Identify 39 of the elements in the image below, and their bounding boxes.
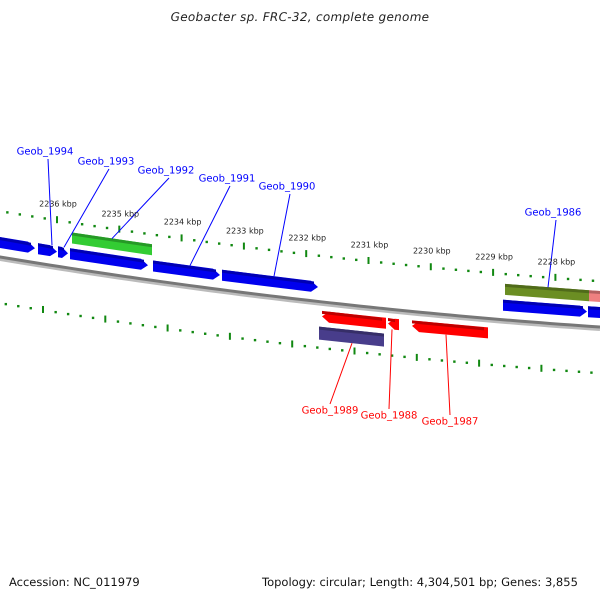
title: Geobacter sp. FRC-32, complete genome [170,10,430,24]
gene-label: Geob_1994 [16,146,74,158]
gene-label: Geob_1989 [302,406,358,416]
leader-line [112,178,170,240]
feature-bar [589,290,600,303]
gene-label: Geob_1987 [422,416,478,428]
accession-text: Accession: NC_011979 [9,575,140,589]
leader-line [446,334,450,416]
scale-label: 2230 kbp [412,246,451,256]
gene-label: Geob_1992 [138,166,194,176]
gene-feature [588,306,600,318]
gene-feature [153,260,220,280]
gene-feature [322,310,386,329]
feature-bar [505,284,589,302]
scale-label: 2232 kbp [288,234,326,243]
feature-bar [72,232,152,256]
leader-line [330,342,352,404]
feature-bar [319,326,384,347]
gene-feature [222,270,318,292]
gene-label: Geob_1991 [198,174,256,184]
scale-label: 2231 kbp [350,240,388,250]
gene-label: Geob_1990 [258,182,316,192]
scale-label: 2234 kbp [164,218,202,227]
gene-label: Geob_1986 [524,208,582,218]
leader-line [388,328,392,410]
gene-feature [0,236,35,253]
scale-label: 2229 kbp [475,252,513,262]
leader-line [190,186,230,266]
gene-label: Geob_1993 [78,156,134,168]
leader-line [48,158,52,246]
leader-line [274,194,290,277]
gene-label: Geob_1988 [360,410,418,422]
scale-label: 2233 kbp [226,226,264,236]
gene-feature [58,246,68,258]
gene-feature [388,318,399,330]
gene-feature [412,320,488,338]
genome-summary-text: Topology: circular; Length: 4,304,501 bp; Genes: 3,855 [262,575,578,589]
leader-line [548,220,556,288]
leader-line [64,168,110,248]
